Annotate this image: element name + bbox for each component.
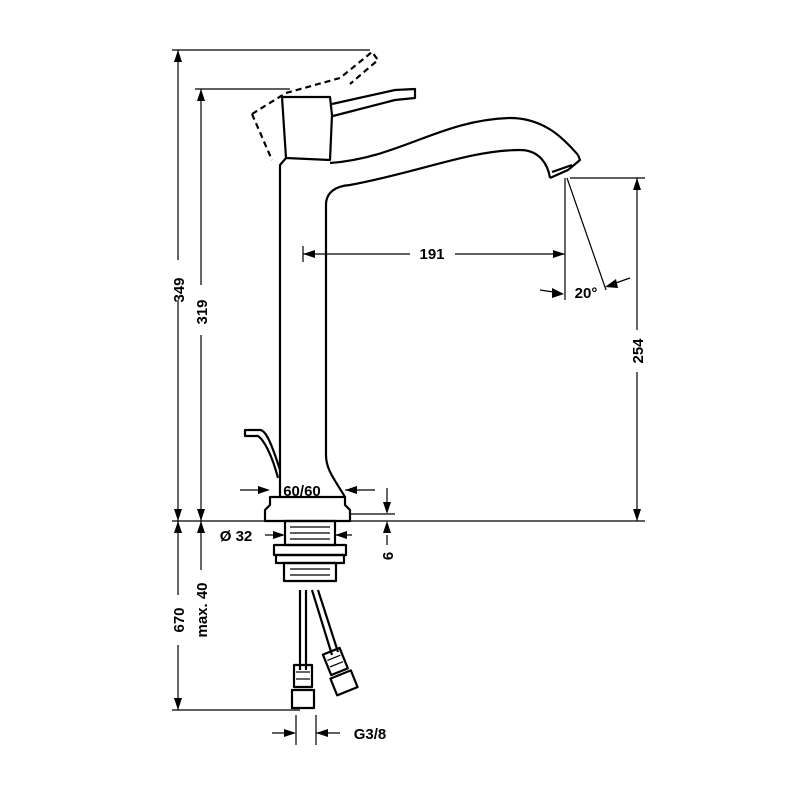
lever-open-dashed [251,50,380,115]
hose-right [310,589,340,656]
label-6: 6 [380,552,397,560]
dimension-lines [172,49,645,745]
lever-open-dashed-2 [250,113,274,161]
nut [282,561,338,583]
label-319: 319 [194,299,211,324]
body-right-spout-lower [324,148,552,498]
hose-fitting-right [321,646,349,677]
mounting-assembly [272,519,348,583]
label-diameter-32: Ø 32 [220,528,253,545]
supply-hoses [290,589,359,710]
label-349: 349 [171,277,188,302]
label-670: 670 [171,607,188,632]
washer [272,543,348,557]
aerator [549,154,582,180]
popup-rod [243,428,282,479]
hose-fitting-left [292,663,314,689]
lever-head [280,95,334,162]
label-60-60: 60/60 [283,483,321,500]
label-g3-8: G3/8 [354,726,387,743]
faucet-outline [243,50,582,523]
label-191: 191 [419,246,444,263]
label-max-40: max. 40 [194,582,211,637]
hose-nut-left [290,688,316,710]
hose-left [298,590,308,670]
label-20-degree: 20° [575,285,598,302]
label-254: 254 [630,338,647,364]
washer-2 [274,553,346,565]
lever-handle [331,87,417,118]
hose-nut-right [329,669,359,697]
spout-upper [329,116,579,165]
body-left-edge [278,157,287,497]
base-plate [263,495,352,523]
